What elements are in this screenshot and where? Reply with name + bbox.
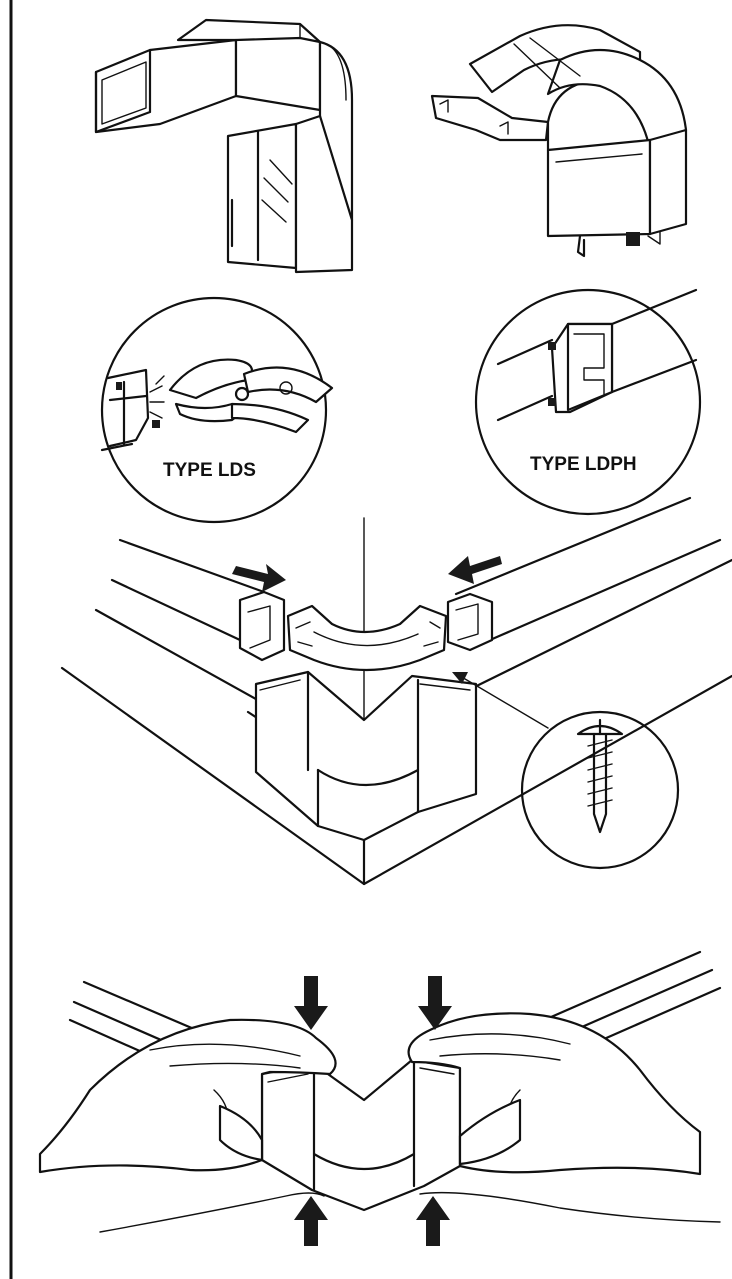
channel-assembly [60,496,732,886]
label-type-lds: TYPE LDS [163,460,256,481]
pliers-icon [168,358,334,434]
arrow-icon [232,564,286,592]
hand-icon [407,1012,702,1176]
corner-piece-clip [430,24,688,258]
detail-circle-ldph: TYPE LDPH [474,288,702,516]
hands-press-assembly [38,950,722,1246]
corner-piece-elbow [94,18,354,274]
arrow-icon [416,1196,450,1246]
detail-circle-lds: TYPE LDS [100,296,334,524]
arrow-icon [294,1196,328,1246]
arrow-icon [418,976,452,1030]
screw-icon [576,718,624,834]
arrow-icon [448,556,502,584]
arrow-icon [294,976,328,1030]
label-type-ldph: TYPE LDPH [530,454,637,475]
screw-detail-circle [520,710,680,870]
hand-icon [38,1018,337,1174]
